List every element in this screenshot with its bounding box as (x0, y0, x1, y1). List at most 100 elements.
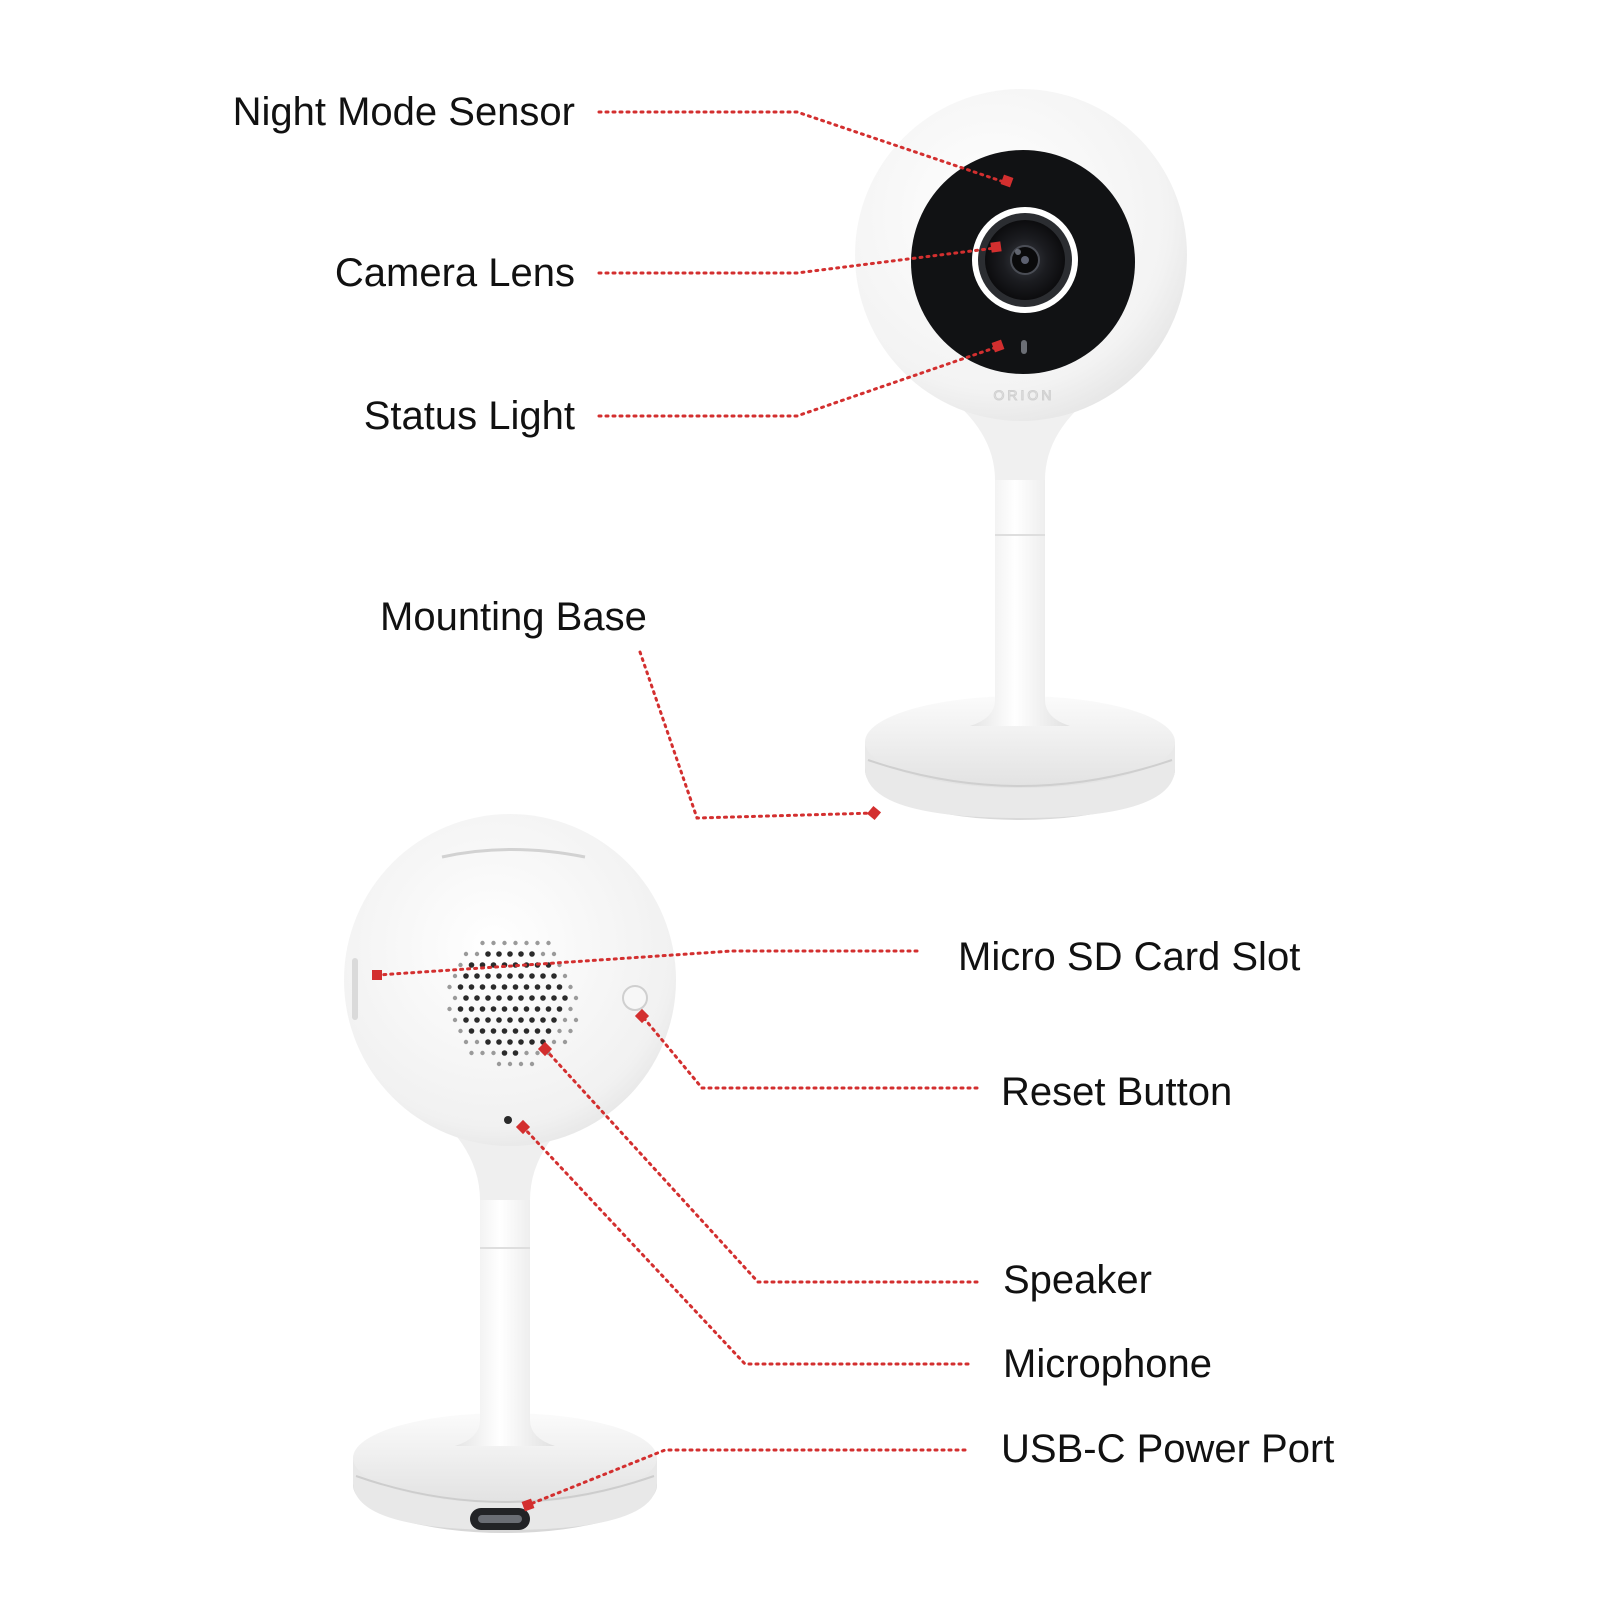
label-night-mode-sensor: Night Mode Sensor (232, 90, 575, 134)
speaker-hole (496, 1017, 502, 1023)
label-micro-sd-card-slot: Micro SD Card Slot (958, 935, 1301, 979)
microphone-hole-icon (504, 1116, 512, 1124)
speaker-hole (524, 940, 529, 946)
speaker-hole (474, 973, 480, 979)
pin-microphone (515, 1119, 531, 1135)
speaker-hole (540, 995, 546, 1001)
speaker-hole (562, 1039, 568, 1045)
speaker-hole (463, 1039, 469, 1045)
speaker-hole (463, 951, 469, 957)
label-speaker: Speaker (1003, 1258, 1152, 1302)
speaker-hole (535, 940, 540, 946)
speaker-hole (551, 995, 557, 1001)
speaker-hole (512, 984, 519, 990)
speaker-hole (556, 984, 563, 990)
speaker-hole (479, 1028, 486, 1034)
speaker-grille-icon (447, 940, 579, 1067)
speaker-hole (568, 1006, 573, 1012)
speaker-hole (480, 1050, 485, 1056)
pin-mounting-base (866, 805, 882, 821)
speaker-hole (540, 973, 546, 979)
speaker-hole (529, 951, 535, 957)
back-head (344, 814, 676, 1146)
speaker-hole (529, 1017, 535, 1023)
speaker-hole (496, 1039, 502, 1045)
reset-button-icon (622, 985, 648, 1011)
speaker-hole (507, 1039, 513, 1045)
label-reset-button: Reset Button (1001, 1070, 1233, 1114)
speaker-hole (568, 984, 573, 990)
leader-night-mode-sensor (597, 110, 1009, 185)
label-status-light: Status Light (363, 394, 575, 438)
speaker-hole (518, 1039, 524, 1045)
speaker-hole (545, 984, 552, 990)
speaker-hole (534, 984, 541, 990)
speaker-hole (557, 1028, 562, 1034)
speaker-hole (490, 1028, 497, 1034)
speaker-hole (512, 1050, 519, 1056)
front-base (865, 696, 1175, 820)
speaker-hole (447, 984, 452, 990)
speaker-hole (501, 1006, 508, 1012)
back-stem (455, 1150, 555, 1446)
speaker-hole (562, 995, 568, 1001)
speaker-hole (518, 1017, 524, 1023)
speaker-hole (491, 1050, 496, 1056)
speaker-hole (463, 1017, 469, 1023)
speaker-hole (518, 951, 524, 957)
leader-micro-sd-card-slot (376, 949, 919, 977)
back-base (353, 1413, 657, 1533)
speaker-hole (529, 973, 535, 979)
speaker-hole (479, 984, 486, 990)
speaker-hole (458, 1028, 463, 1034)
speaker-hole (479, 1006, 486, 1012)
leader-usb-c-power-port (526, 1448, 967, 1507)
speaker-hole (529, 1039, 535, 1045)
speaker-hole (474, 951, 480, 957)
speaker-hole (496, 973, 502, 979)
speaker-hole (518, 973, 524, 979)
speaker-hole (546, 940, 551, 946)
speaker-hole (562, 1017, 568, 1023)
speaker-hole (507, 951, 513, 957)
sd-slot-icon (352, 958, 358, 1020)
speaker-hole (540, 1017, 546, 1023)
speaker-hole (523, 984, 530, 990)
pin-status-light (991, 339, 1005, 353)
front-stem (970, 430, 1070, 726)
speaker-hole (480, 940, 485, 946)
pin-speaker (537, 1041, 553, 1057)
speaker-hole (496, 951, 502, 957)
speaker-hole (485, 995, 491, 1001)
speaker-hole (534, 1006, 541, 1012)
speaker-hole (468, 1028, 475, 1034)
speaker-hole (457, 1006, 464, 1012)
speaker-hole (529, 1061, 535, 1067)
speaker-hole (468, 962, 475, 968)
back-camera (344, 814, 676, 1533)
speaker-hole (529, 995, 535, 1001)
leader-camera-lens (597, 246, 997, 275)
status-light-icon (1021, 340, 1027, 354)
speaker-hole (463, 995, 469, 1001)
speaker-hole (491, 940, 496, 946)
label-mounting-base: Mounting Base (380, 595, 647, 639)
speaker-hole (501, 1050, 508, 1056)
speaker-hole (485, 973, 491, 979)
speaker-hole (496, 995, 502, 1001)
speaker-hole (518, 995, 524, 1001)
leader-status-light (597, 345, 999, 418)
speaker-hole (523, 1028, 530, 1034)
speaker-hole (463, 973, 469, 979)
leader-microphone (521, 1125, 970, 1366)
speaker-hole (568, 1028, 573, 1034)
speaker-hole (474, 1017, 480, 1023)
speaker-hole (485, 1039, 491, 1045)
pin-usb-c-power-port (521, 1498, 535, 1512)
speaker-hole (545, 1028, 552, 1034)
speaker-hole (534, 1028, 541, 1034)
label-usb-c-power-port: USB-C Power Port (1001, 1427, 1335, 1471)
speaker-hole (474, 1039, 480, 1045)
